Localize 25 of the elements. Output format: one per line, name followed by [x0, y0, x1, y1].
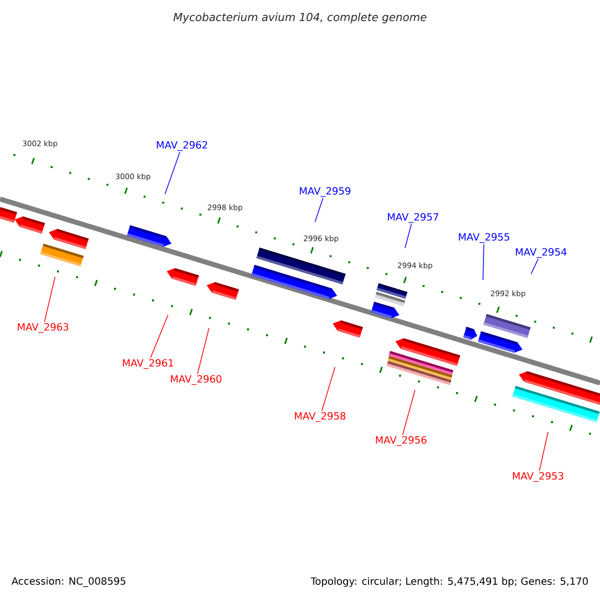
leader-line: [321, 366, 336, 412]
leader-line: [402, 390, 416, 436]
gene-label: MAV_2963: [18, 323, 68, 333]
leader-line: [404, 224, 412, 248]
gene-label: MAV_2958: [294, 412, 346, 422]
gene-label: MAV_2960: [170, 375, 222, 385]
gene-label: MAV_2959: [300, 187, 350, 197]
gene-label: MAV_2956: [376, 436, 426, 446]
gene-label: MAV_2962: [156, 141, 208, 151]
leader-line: [150, 314, 168, 358]
gene-label: MAV_2953: [512, 472, 564, 482]
leader-line: [44, 276, 56, 322]
leader-line: [314, 198, 324, 222]
footer-text: Accession: NC_008595: [12, 577, 126, 587]
leader-line: [197, 328, 210, 374]
gene-label: MAV_2961: [122, 359, 174, 369]
gene-label: MAV_2954: [516, 248, 566, 258]
footer-text: Topology: circular; Length: 5,475,491 bp; Genes: 5,170: [310, 577, 588, 587]
gene-label: MAV_2957: [388, 213, 438, 223]
leader-line: [538, 432, 548, 472]
leader-line: [164, 152, 180, 194]
gene-label: MAV_2955: [458, 233, 510, 243]
leader-line: [530, 258, 538, 274]
leader-line: [482, 244, 484, 280]
title: Mycobacterium avium 104, complete genome: [173, 12, 426, 24]
